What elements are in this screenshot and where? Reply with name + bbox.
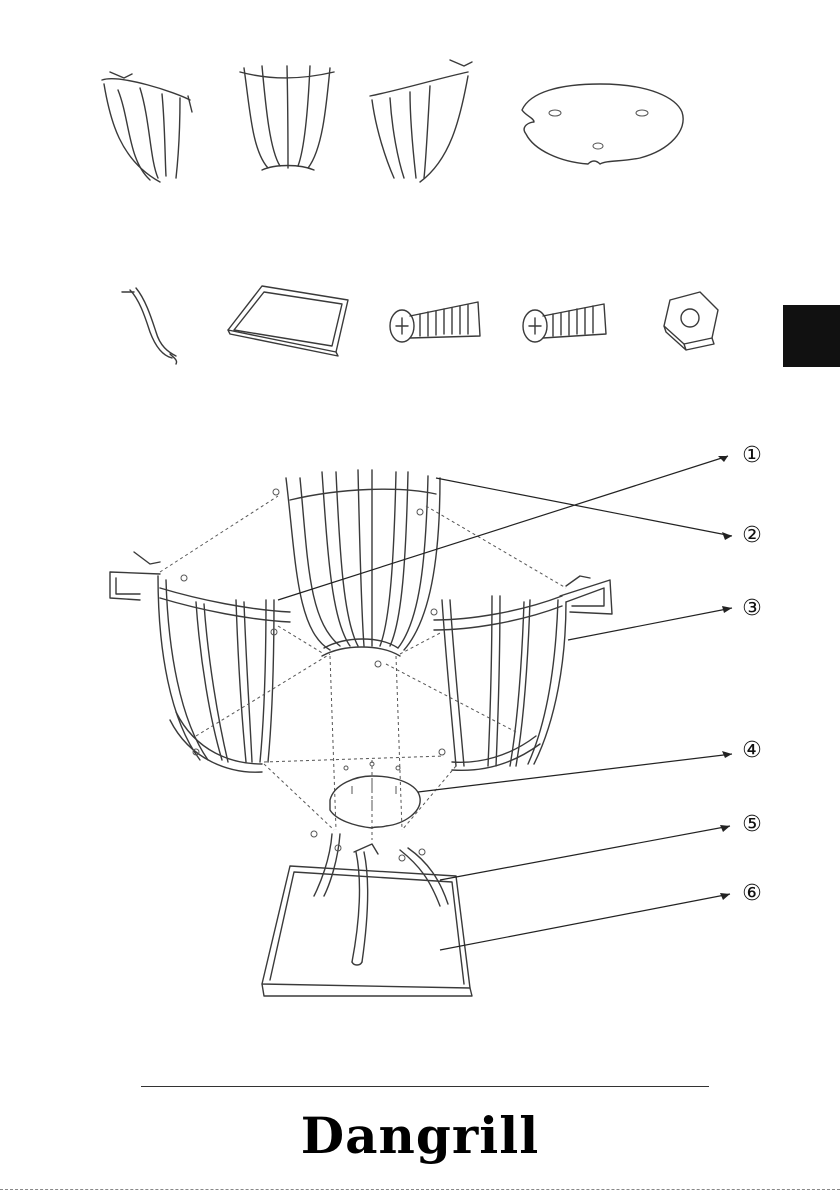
callout-2: ② [737, 521, 767, 551]
page-edge-line [0, 1189, 840, 1190]
basket-side-left-part [102, 72, 192, 182]
footer-divider [141, 1086, 709, 1087]
callout-5: ⑤ [737, 810, 767, 840]
callout-4: ④ [737, 736, 767, 766]
leg-part [122, 288, 177, 364]
callout-1: ① [737, 441, 767, 471]
base-plate-part [522, 84, 683, 164]
hex-nut-part [664, 292, 718, 350]
callout-3: ③ [737, 594, 767, 624]
brand-logo: Dangrill [0, 1106, 840, 1165]
assembly-diagram [110, 470, 612, 996]
short-bolt-part [523, 304, 606, 342]
long-bolt-part [390, 302, 480, 342]
basket-center-part [240, 66, 334, 170]
callout-6: ⑥ [737, 879, 767, 909]
section-tab-marker [783, 305, 840, 367]
ash-tray-part [228, 286, 348, 356]
basket-side-right-part [370, 60, 472, 182]
